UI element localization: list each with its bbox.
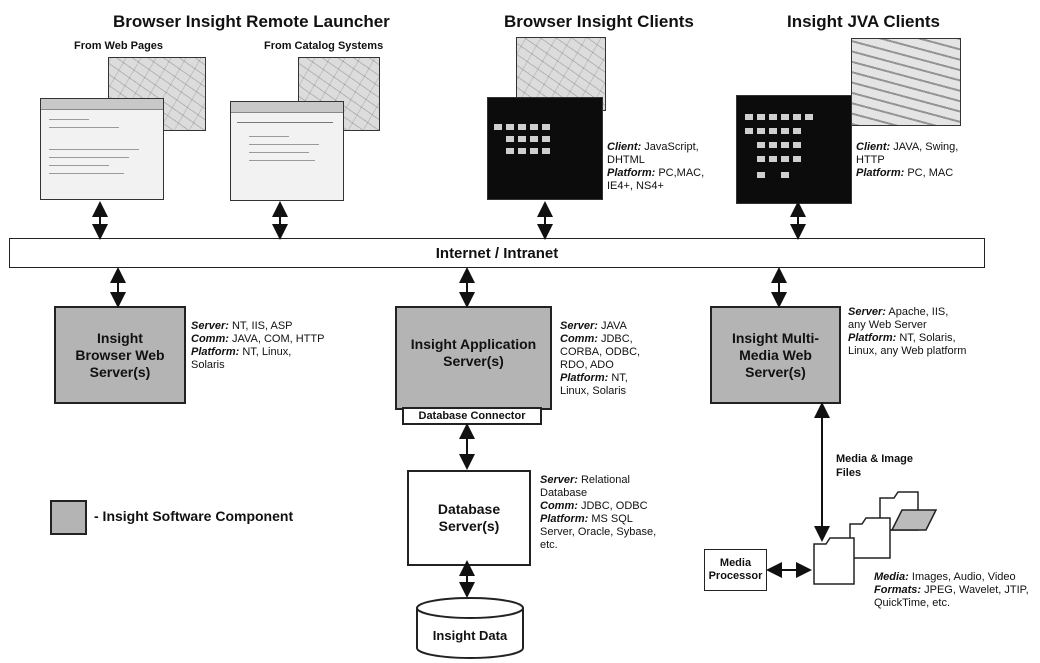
database-server-info: Server: Relational Database Comm: JDBC, …	[540, 474, 657, 551]
media-processor-label: Media Processor	[708, 557, 763, 582]
database-server-box: Database Server(s)	[407, 470, 531, 566]
application-server-info: Server: JAVA Comm: JDBC, CORBA, ODBC, RD…	[560, 320, 641, 397]
jva-clients-header: Insight JVA Clients	[787, 12, 941, 31]
from-web-pages-label: From Web Pages	[74, 40, 164, 52]
legend-swatch	[50, 500, 87, 535]
application-server-title: Insight Application Server(s)	[410, 336, 537, 369]
legend-label: - Insight Software Component	[94, 508, 294, 524]
network-bar: Internet / Intranet	[9, 238, 985, 268]
launcher-header: Browser Insight Remote Launcher	[113, 12, 390, 31]
catalog-screenshot	[230, 101, 344, 201]
application-server-box: Insight Application Server(s)	[395, 306, 552, 410]
browser-clients-header: Browser Insight Clients	[504, 12, 694, 31]
jva-client-screenshot	[736, 95, 852, 204]
media-files-label: Media & Image Files	[836, 453, 914, 479]
from-catalog-label: From Catalog Systems	[264, 40, 384, 52]
database-cylinder-icon	[416, 597, 524, 659]
browser-web-server-info: Server: NT, IIS, ASP Comm: JAVA, COM, HT…	[191, 320, 325, 371]
network-label: Internet / Intranet	[435, 244, 559, 262]
browser-client-screenshot	[487, 97, 603, 200]
media-info: Media: Images, Audio, Video Formats: JPE…	[874, 571, 1029, 609]
database-connector-label: Database Connector	[418, 409, 526, 422]
media-processor-box: Media Processor	[704, 549, 767, 591]
jva-client-info: Client: JAVA, Swing, HTTP Platform: PC, …	[856, 141, 959, 179]
insight-data-label: Insight Data	[432, 628, 508, 643]
multimedia-server-info: Server: Apache, IIS, any Web Server Plat…	[848, 306, 967, 357]
folder-icon	[813, 491, 938, 585]
web-page-screenshot	[40, 98, 164, 200]
browser-client-info: Client: JavaScript, DHTML Platform: PC,M…	[607, 141, 705, 192]
browser-web-server-box: Insight Browser Web Server(s)	[54, 306, 186, 404]
database-server-title: Database Server(s)	[437, 501, 501, 534]
artifact-image	[851, 38, 961, 126]
multimedia-server-title: Insight Multi-Media Web Server(s)	[731, 329, 820, 380]
browser-web-server-title: Insight Browser Web Server(s)	[75, 329, 165, 380]
